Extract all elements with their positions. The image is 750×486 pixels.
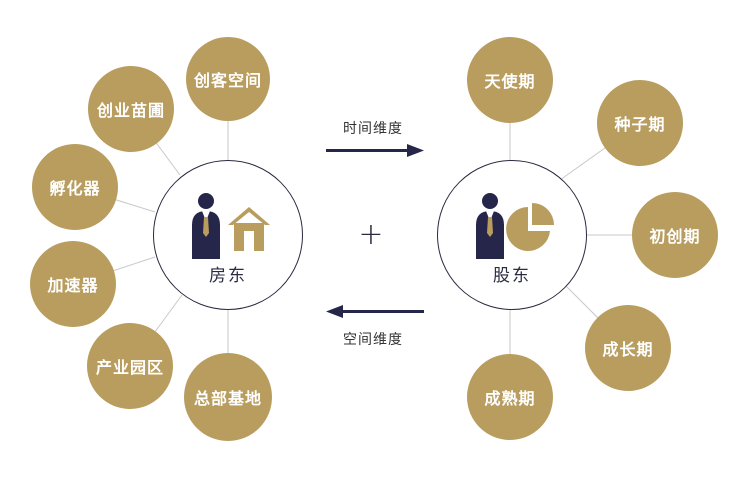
left-node-industrial-park: 产业园区	[87, 323, 173, 409]
shareholder-icon-group	[476, 193, 554, 259]
space-arrow	[326, 305, 424, 318]
left-node-nursery: 创业苗圃	[88, 66, 174, 152]
right-node-growth: 成长期	[585, 305, 671, 391]
right-node-startup: 初创期	[632, 192, 718, 278]
right-node-mature: 成熟期	[467, 354, 553, 440]
left-node-maker-space: 创客空间	[186, 37, 270, 121]
landlord-label: 房东	[209, 266, 247, 286]
left-node-accelerator: 加速器	[30, 241, 116, 327]
plus-sign: +	[358, 217, 384, 252]
person-icon	[476, 193, 504, 259]
person-icon	[192, 193, 220, 259]
space-dimension-label: 空间维度	[343, 332, 403, 348]
time-dimension-label: 时间维度	[343, 121, 403, 137]
landlord-icon-group	[192, 193, 270, 259]
right-node-angel: 天使期	[467, 37, 553, 123]
right-node-seed: 种子期	[597, 80, 683, 166]
shareholder-label: 股东	[493, 266, 531, 286]
time-arrow	[326, 144, 424, 157]
left-node-incubator: 孵化器	[32, 144, 118, 230]
left-node-headquarters: 总部基地	[184, 353, 272, 441]
pie-chart-icon	[506, 203, 554, 251]
house-icon	[228, 207, 270, 251]
shareholder-hub: 股东	[437, 160, 587, 310]
landlord-hub: 房东	[153, 160, 303, 310]
